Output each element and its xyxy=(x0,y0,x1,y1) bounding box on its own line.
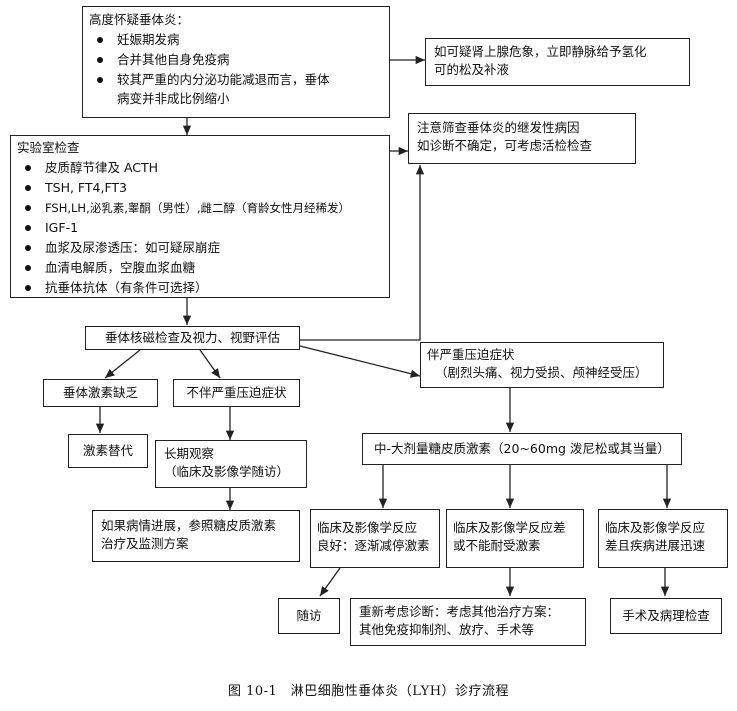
list-item: 合并其他自身免疫病 xyxy=(89,50,383,70)
hormone-deficiency-label: 垂体激素缺乏 xyxy=(62,385,138,400)
list-item-continuation: 病变并非成比例缩小 xyxy=(117,91,230,106)
no-compression-label: 不伴严重压迫症状 xyxy=(186,385,287,400)
replacement-label: 激素替代 xyxy=(82,443,133,458)
list-item: 皮质醇节律及 ACTH xyxy=(17,158,383,178)
progress-plan-line-2: 治疗及监测方案 xyxy=(101,536,189,551)
figure-caption: 图 10-1 淋巴细胞性垂体炎（LYH）诊疗流程 xyxy=(227,684,510,699)
box-adrenal-crisis: 如可疑肾上腺危象，立即静脉给予氢化 可的松及补液 xyxy=(425,38,690,86)
box-poor-response: 临床及影像学反应差 或不能耐受激素 xyxy=(446,509,584,568)
box-glucocorticoid: 中-大剂量糖皮质激素（20~60mg 泼尼松或其当量） xyxy=(362,433,682,465)
secondary-screening-line-1: 注意筛查垂体炎的继发性病因 xyxy=(417,120,580,135)
box-rapid-progress: 临床及影像学反应 差且疾病进展迅速 xyxy=(598,509,728,568)
arrow-mri-to-deficiency xyxy=(104,349,141,379)
reconsider-line-2: 其他免疫抑制剂、放疗、手术等 xyxy=(359,622,535,637)
lab-tests-title: 实验室检查 xyxy=(17,140,80,155)
box-follow-up: 随访 xyxy=(278,598,340,634)
severe-compression-line-2: （剧烈头痛、视力受损、颅神经受压） xyxy=(435,365,648,380)
reconsider-line-1: 重新考虑诊断：考虑其他治疗方案： xyxy=(359,604,560,619)
box-hormone-deficiency: 垂体激素缺乏 xyxy=(43,379,158,407)
poor-response-line-1: 临床及影像学反应差 xyxy=(453,520,566,535)
surgery-label: 手术及病理检查 xyxy=(622,608,710,623)
box-surgery: 手术及病理检查 xyxy=(610,598,722,634)
high-suspicion-title: 高度怀疑垂体炎： xyxy=(89,12,190,27)
box-reconsider: 重新考虑诊断：考虑其他治疗方案： 其他免疫抑制剂、放疗、手术等 xyxy=(350,598,586,646)
mri-label: 垂体核磁检查及视力、视野评估 xyxy=(104,330,280,345)
list-item: 抗垂体抗体（有条件可选择） xyxy=(17,278,383,298)
good-response-line-2: 良好：逐渐减停激素 xyxy=(317,538,430,553)
long-term-line-1: 长期观察 xyxy=(164,446,215,461)
list-item: TSH, FT4,FT3 xyxy=(17,178,383,198)
progress-plan-line-1: 如果病情进展，参照糖皮质激素 xyxy=(101,518,277,533)
box-good-response: 临床及影像学反应 良好：逐渐减停激素 xyxy=(310,509,440,568)
list-item: 血清电解质，空腹血浆血糖 xyxy=(17,258,383,278)
arrow-good-to-followup xyxy=(319,567,341,597)
arrow-mri-to-severe xyxy=(299,345,421,378)
box-high-suspicion: 高度怀疑垂体炎： 妊娠期发病 合并其他自身免疫病 较其严重的内分泌功能减退而言，… xyxy=(82,6,390,118)
rapid-progress-line-1: 临床及影像学反应 xyxy=(605,520,706,535)
list-item: FSH,LH,泌乳素,睾酮（男性）,雌二醇（育龄女性月经稀发） xyxy=(17,198,383,218)
box-replacement: 激素替代 xyxy=(68,434,148,468)
box-severe-compression: 伴严重压迫症状 （剧烈头痛、视力受损、颅神经受压） xyxy=(420,342,664,388)
arrow-mri-to-nocompression xyxy=(199,349,221,379)
adrenal-crisis-line-2: 可的松及补液 xyxy=(434,62,510,77)
arrow-mri-to-secondary xyxy=(300,165,425,341)
glucocorticoid-label: 中-大剂量糖皮质激素（20~60mg 泼尼松或其当量） xyxy=(374,441,670,456)
rapid-progress-line-2: 差且疾病进展迅速 xyxy=(605,538,706,553)
list-item: 较其严重的内分泌功能减退而言，垂体 xyxy=(89,70,383,90)
secondary-screening-line-2: 如诊断不确定，可考虑活检检查 xyxy=(417,138,593,153)
good-response-line-1: 临床及影像学反应 xyxy=(317,520,418,535)
box-no-compression: 不伴严重压迫症状 xyxy=(173,379,300,407)
box-mri: 垂体核磁检查及视力、视野评估 xyxy=(85,326,300,350)
long-term-line-2: （临床及影像学随访） xyxy=(164,464,290,479)
follow-up-label: 随访 xyxy=(296,608,322,623)
box-lab-tests: 实验室检查 皮质醇节律及 ACTH TSH, FT4,FT3 FSH,LH,泌乳… xyxy=(10,135,390,298)
box-secondary-screening: 注意筛查垂体炎的继发性病因 如诊断不确定，可考虑活检检查 xyxy=(408,113,636,164)
list-item: 妊娠期发病 xyxy=(89,30,383,50)
box-progress-plan: 如果病情进展，参照糖皮质激素 治疗及监测方案 xyxy=(92,510,300,562)
adrenal-crisis-line-1: 如可疑肾上腺危象，立即静脉给予氢化 xyxy=(434,44,647,59)
list-item: 血浆及尿渗透压：如可疑尿崩症 xyxy=(17,238,383,258)
list-item: IGF-1 xyxy=(17,218,383,238)
box-long-term: 长期观察 （临床及影像学随访） xyxy=(155,440,307,488)
poor-response-line-2: 或不能耐受激素 xyxy=(453,538,541,553)
severe-compression-line-1: 伴严重压迫症状 xyxy=(427,347,515,362)
